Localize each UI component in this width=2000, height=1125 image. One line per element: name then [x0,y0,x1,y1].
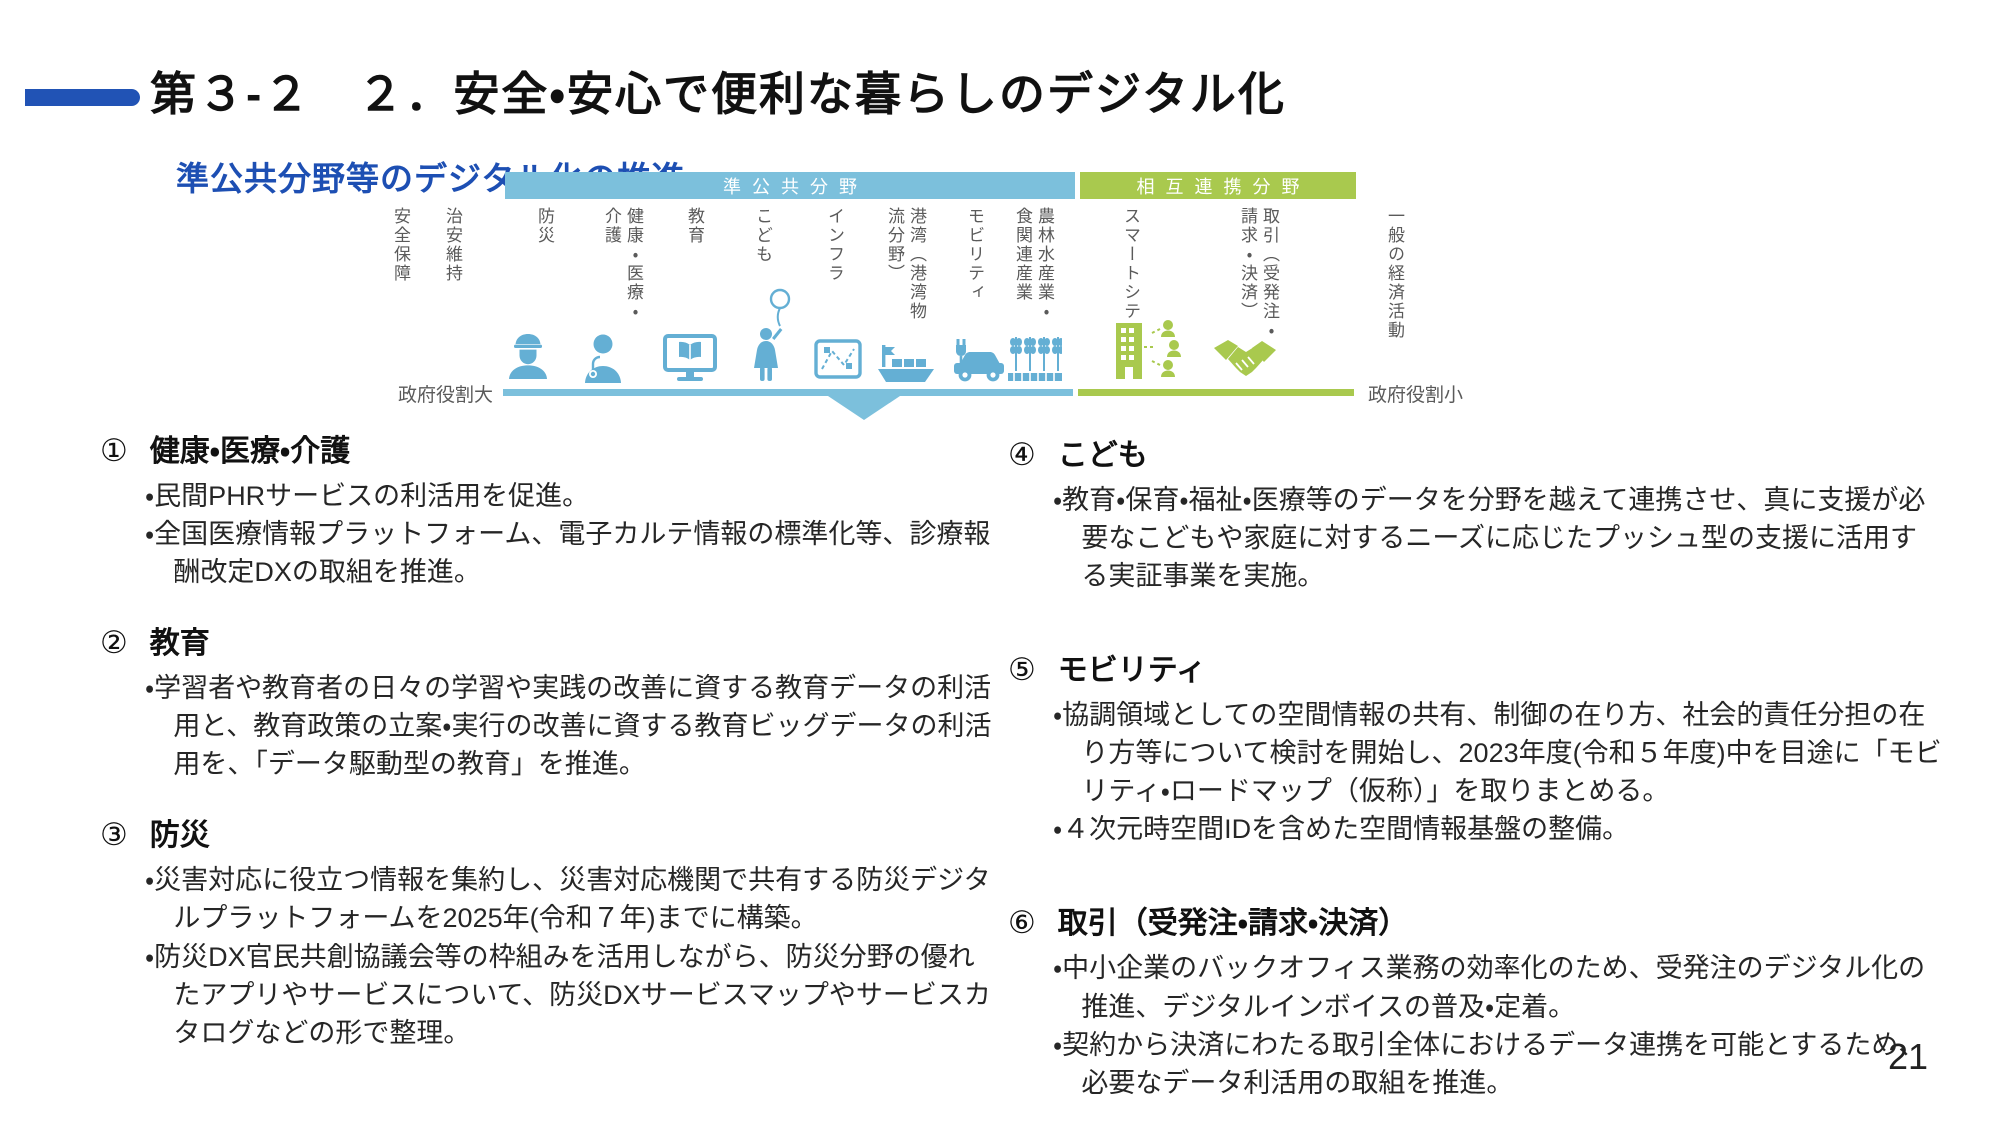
section-transaction: ⑥ 取引（受発注・請求・決済） ・中小企業のバックオフィス業務の効率化のため、受… [1008,898,1943,1101]
infrastructure-map-icon [814,339,862,379]
section-number-badge: ③ [100,817,128,853]
field-smart-city: スマートシティ [1121,207,1140,340]
bullet-item: ・全国医療情報プラットフォーム、電子カルテ情報の標準化等、診療報酬改定DXの取組… [145,519,991,588]
disaster-worker-icon [505,331,551,379]
field-security: 安全保障 [391,207,410,283]
transaction-handshake-icon [1212,338,1278,386]
field-children: こども [753,207,772,264]
bullet-item: ・災害対応に役立つ情報を集約し、災害対応機関で共有する防災デジタルプラットフォー… [145,865,991,934]
gov-role-small-label: 政府役割小 [1368,385,1464,406]
gov-role-large-label: 政府役割大 [398,385,494,406]
down-arrow-icon [828,396,900,420]
quasi-public-axis-line [503,389,1073,396]
section-title: 取引（受発注・請求・決済） [1057,907,1409,941]
section-title: モビリティ [1057,654,1206,688]
subtitle: 準公共分野等のデジタル化の推進 [176,160,686,197]
page-number: 21 [1887,1036,1928,1077]
section-title: 教育 [149,627,210,661]
bullet-item: ・４次元時空間IDを含めた空間情報基盤の整備。 [1053,814,1630,845]
bullet-item: ・契約から決済にわたる取引全体におけるデータ連携を可能とするため、必要なデータ利… [1053,1029,1926,1098]
section-health: ① 健康・医療・介護 ・民間PHRサービスの利活用を促進。 ・全国医療情報プラッ… [100,426,1000,591]
section-number-badge: ② [100,625,128,661]
field-port: 港湾（港湾物流分野） [885,207,926,321]
section-number: 第３-２ [150,68,312,120]
field-public-order: 治安維持 [443,207,462,283]
field-infrastructure: インフラ [825,207,844,283]
bullet-item: ・民間PHRサービスの利活用を促進。 [145,481,590,511]
title-text: ２．安全・安心で便利な暮らしのデジタル化 [357,68,1287,120]
left-column: ① 健康・医療・介護 ・民間PHRサービスの利活用を促進。 ・全国医療情報プラッ… [100,426,1000,1079]
section-children: ④ こども ・教育・保育・福祉・医療等のデータを分野を越えて連携させ、真に支援が… [1008,430,1943,595]
section-education: ② 教育 ・学習者や教育者の日々の学習や実践の改善に資する教育データの利活用と、… [100,618,1000,783]
mutual-cooperation-band: 相互連携分野 [1080,172,1356,199]
bullet-item: ・協調領域としての空間情報の共有、制御の在り方、社会的責任分担の在り方等について… [1053,700,1942,807]
port-ship-icon [876,343,936,383]
section-number-badge: ① [100,433,128,468]
field-general-economy: 一般の経済活動 [1385,207,1404,340]
smart-city-icon [1112,317,1186,379]
section-number-badge: ⑥ [1008,905,1036,941]
education-monitor-icon [662,333,718,383]
bullet-item: ・中小企業のバックオフィス業務の効率化のため、受発注のデジタル化の推進、デジタル… [1053,953,1926,1022]
child-balloon-icon [752,288,794,382]
bullet-item: ・学習者や教育者の日々の学習や実践の改善に資する教育データの利活用と、教育政策の… [145,673,992,780]
right-column: ④ こども ・教育・保育・福祉・医療等のデータを分野を越えて連携させ、真に支援が… [1008,430,1943,1125]
mutual-axis-line [1078,389,1354,396]
field-transaction: 取引（受発注・請求・決済） [1238,207,1279,340]
field-health: 健康・医療・介護 [602,207,643,321]
field-disaster: 防災 [535,207,554,245]
section-title: 健康・医療・介護 [149,435,351,468]
bullet-item: ・教育・保育・福祉・医療等のデータを分野を越えて連携させ、真に支援が必要なこども… [1053,485,1926,592]
title-accent-dash [25,89,140,106]
page-title: 第３-２ ２．安全・安心で便利な暮らしのデジタル化 [150,58,1286,124]
field-mobility: モビリティ [965,207,984,302]
doctor-icon [578,333,626,383]
section-number-badge: ⑤ [1008,652,1036,688]
section-number-badge: ④ [1008,437,1036,472]
agriculture-wheat-icon [1008,335,1062,383]
section-title: 防災 [149,819,210,853]
section-disaster: ③ 防災 ・災害対応に役立つ情報を集約し、災害対応機関で共有する防災デジタルプラ… [100,810,1000,1051]
section-title: こども [1057,439,1148,472]
section-mobility: ⑤ モビリティ ・協調領域としての空間情報の共有、制御の在り方、社会的責任分担の… [1008,645,1943,848]
bullet-item: ・防災DX官民共創協議会等の枠組みを活用しながら、防災分野の優れたアプリやサービ… [145,941,991,1048]
field-education: 教育 [685,207,704,245]
ev-car-plug-icon [946,337,1006,383]
field-agriculture: 農林水産業・食関連産業 [1013,207,1054,321]
